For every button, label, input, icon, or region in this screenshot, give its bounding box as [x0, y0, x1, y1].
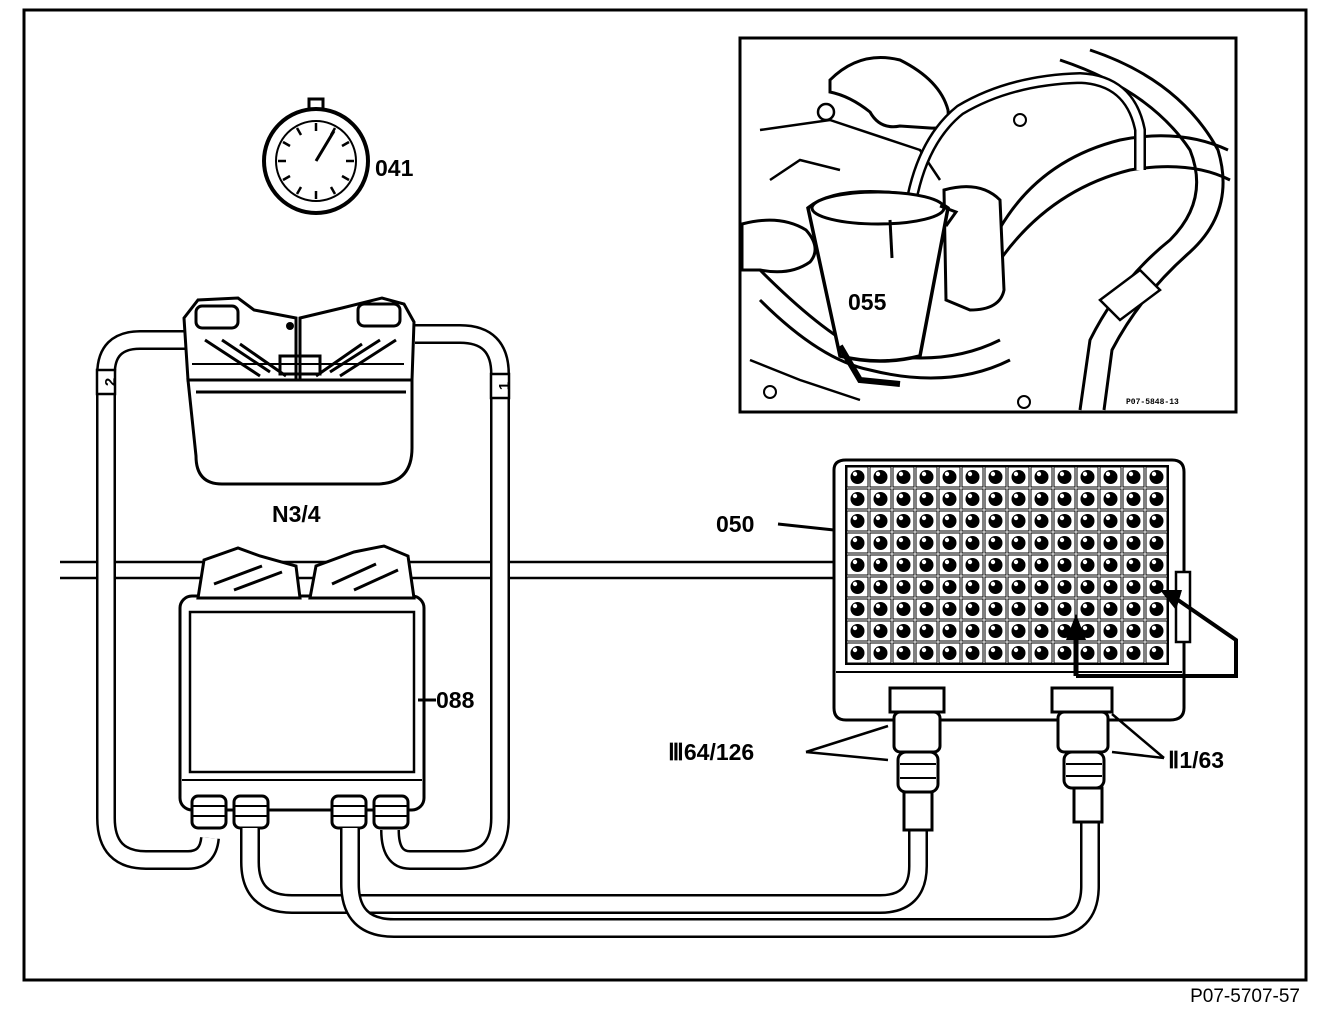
figure-code: P07-5707-57	[1190, 986, 1300, 1007]
mounting-rail	[60, 560, 840, 580]
test-box-label: 050	[716, 511, 754, 537]
inset-code: P07-5848-13	[1126, 398, 1179, 407]
inset-engine-bay	[738, 36, 1238, 414]
test-box-leader-line	[777, 522, 835, 532]
figure-frame	[22, 8, 1308, 982]
connector-left-label: Ⅲ64/126	[668, 739, 754, 765]
svg-text:1: 1	[496, 382, 513, 390]
round-connector-right	[1050, 686, 1114, 824]
control-unit-label: N3/4	[272, 501, 321, 527]
adapter-088	[178, 544, 426, 830]
cable-to-connector-left	[240, 828, 928, 914]
cable-gland	[232, 794, 270, 830]
test-box-050	[832, 458, 1238, 722]
connector-right-leaders	[1111, 713, 1165, 760]
cable-gland	[190, 794, 228, 830]
round-connector-left	[888, 686, 946, 832]
connector-left-leaders	[805, 724, 889, 762]
cable-gland	[330, 794, 368, 830]
beaker-label: 055	[848, 289, 887, 315]
cable-1	[380, 324, 510, 870]
pin-pointer-arrow	[1066, 590, 1238, 678]
svg-text:2: 2	[102, 378, 119, 386]
cable-1-marker: 1	[489, 372, 513, 400]
stopwatch-icon	[262, 97, 370, 215]
cable-to-connector-right	[340, 820, 1100, 938]
control-unit-n3-4	[182, 296, 416, 486]
connector-right-label: Ⅱ1/63	[1168, 747, 1224, 773]
stopwatch-label: 041	[375, 155, 414, 181]
pin-grid	[845, 465, 1169, 665]
adapter-label: 088	[436, 687, 475, 713]
cable-2	[96, 330, 220, 870]
cable-gland	[372, 794, 410, 830]
cable-2-marker: 2	[95, 368, 119, 396]
